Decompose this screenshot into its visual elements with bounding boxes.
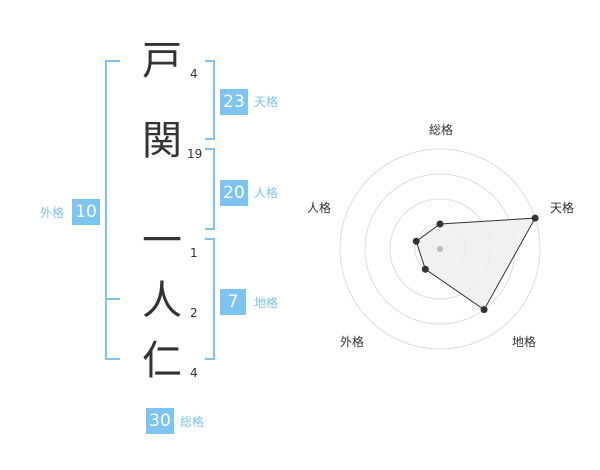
radar-point-tenkaku [531,214,539,222]
radar-label-soukaku: 総格 [429,122,453,137]
stroke-count-4: 2 [190,306,198,320]
name-char-2: 関 [142,118,182,164]
radar-grid-ring [339,148,541,350]
radar-points [412,214,539,314]
tenkaku-bracket [205,60,215,140]
radar-label-tenkaku: 天格 [550,200,574,215]
soukaku-badge: 30 [146,408,174,434]
radar-label-chikaku: 地格 [512,334,536,349]
radar-area [415,217,536,311]
stroke-count-2: 19 [187,147,203,161]
jinkaku-label: 人格 [254,186,279,200]
name-char-1: 戸 [142,38,182,84]
gaikaku-bracket [105,60,120,360]
stroke-count-5: 4 [190,366,198,380]
stroke-count-3: 1 [190,246,198,260]
radar-point-soukaku [436,220,444,228]
chikaku-bracket [205,238,215,360]
name-char-4: 人 [142,278,182,324]
radar-point-jinkaku [412,237,420,245]
jinkaku-bracket [205,148,215,230]
gaikaku-badge: 10 [72,199,100,225]
radar-center-dot [437,246,443,252]
radar-point-chikaku [480,306,488,314]
radar-label-gaikaku: 外格 [340,334,364,349]
chikaku-badge: 7 [220,289,246,315]
gaikaku-label: 外格 [40,206,65,220]
soukaku-label: 総格 [180,415,205,429]
radar-label-jinkaku: 人格 [307,200,331,215]
name-char-3: 一 [142,218,182,264]
chikaku-label: 地格 [254,296,279,310]
tenkaku-label: 天格 [254,95,279,109]
name-char-5: 仁 [142,338,182,384]
radar-point-gaikaku [421,265,429,273]
tenkaku-badge: 23 [220,89,248,115]
jinkaku-badge: 20 [220,180,248,206]
stroke-count-1: 4 [190,67,198,81]
